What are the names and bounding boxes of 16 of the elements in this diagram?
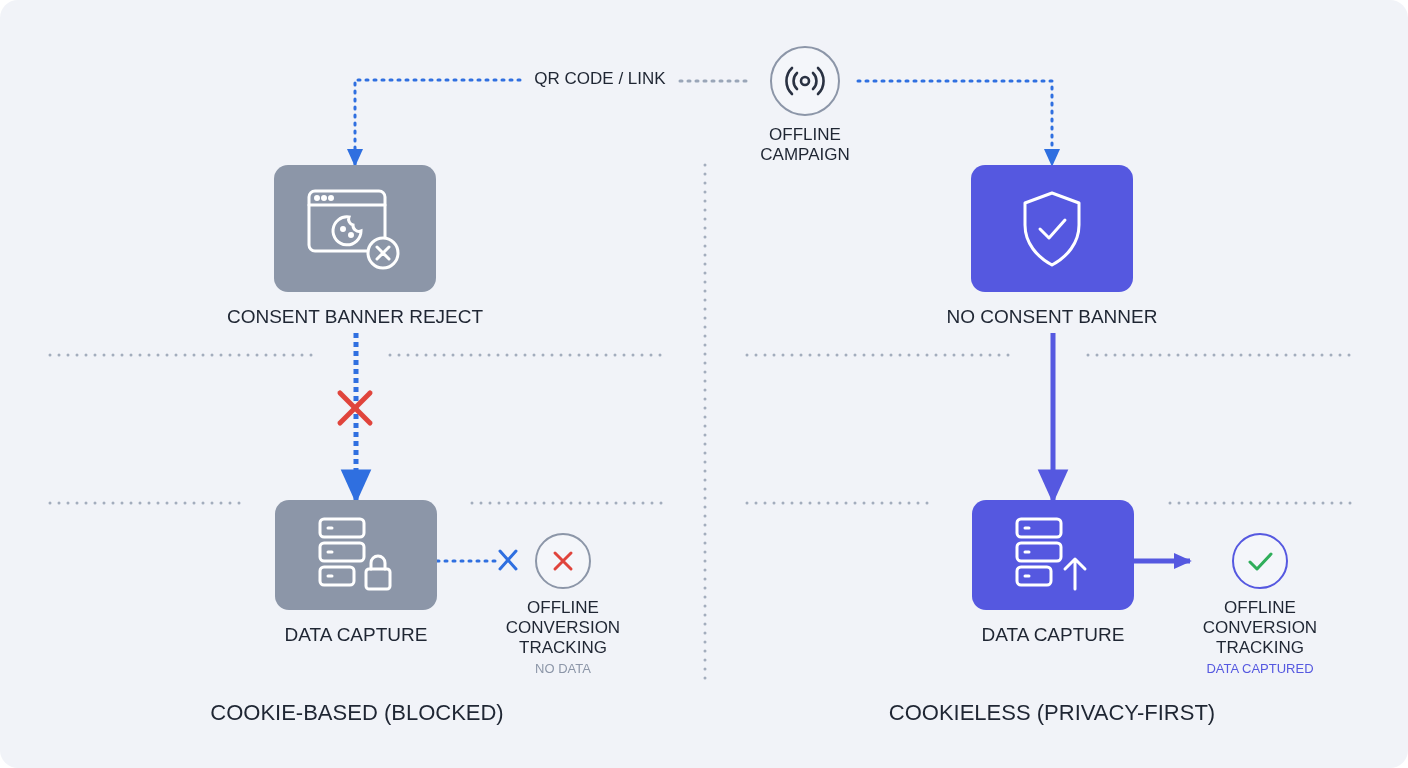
node-label: DATA CAPTURE [284, 624, 428, 645]
section-title: COOKIE-BASED (BLOCKED) [209, 700, 505, 726]
node-label: QR CODE / LINK [534, 68, 666, 89]
status-text: NO DATA [535, 661, 591, 676]
node-label: OFFLINE CAMPAIGN [759, 125, 851, 165]
node-label: OFFLINE CONVERSION TRACKING [504, 598, 622, 658]
connector [435, 559, 497, 563]
node-label: DATA CAPTURE [981, 624, 1125, 645]
arrow [346, 78, 522, 167]
node-label: NO CONSENT BANNER [946, 306, 1158, 327]
arrow [856, 79, 1061, 167]
status-text: DATA CAPTURED [1206, 661, 1314, 676]
arrow [1134, 552, 1192, 570]
node-label: CONSENT BANNER REJECT [226, 306, 484, 327]
section-title: COOKIELESS (PRIVACY-FIRST) [887, 700, 1217, 726]
node-label: OFFLINE CONVERSION TRACKING [1201, 598, 1319, 658]
